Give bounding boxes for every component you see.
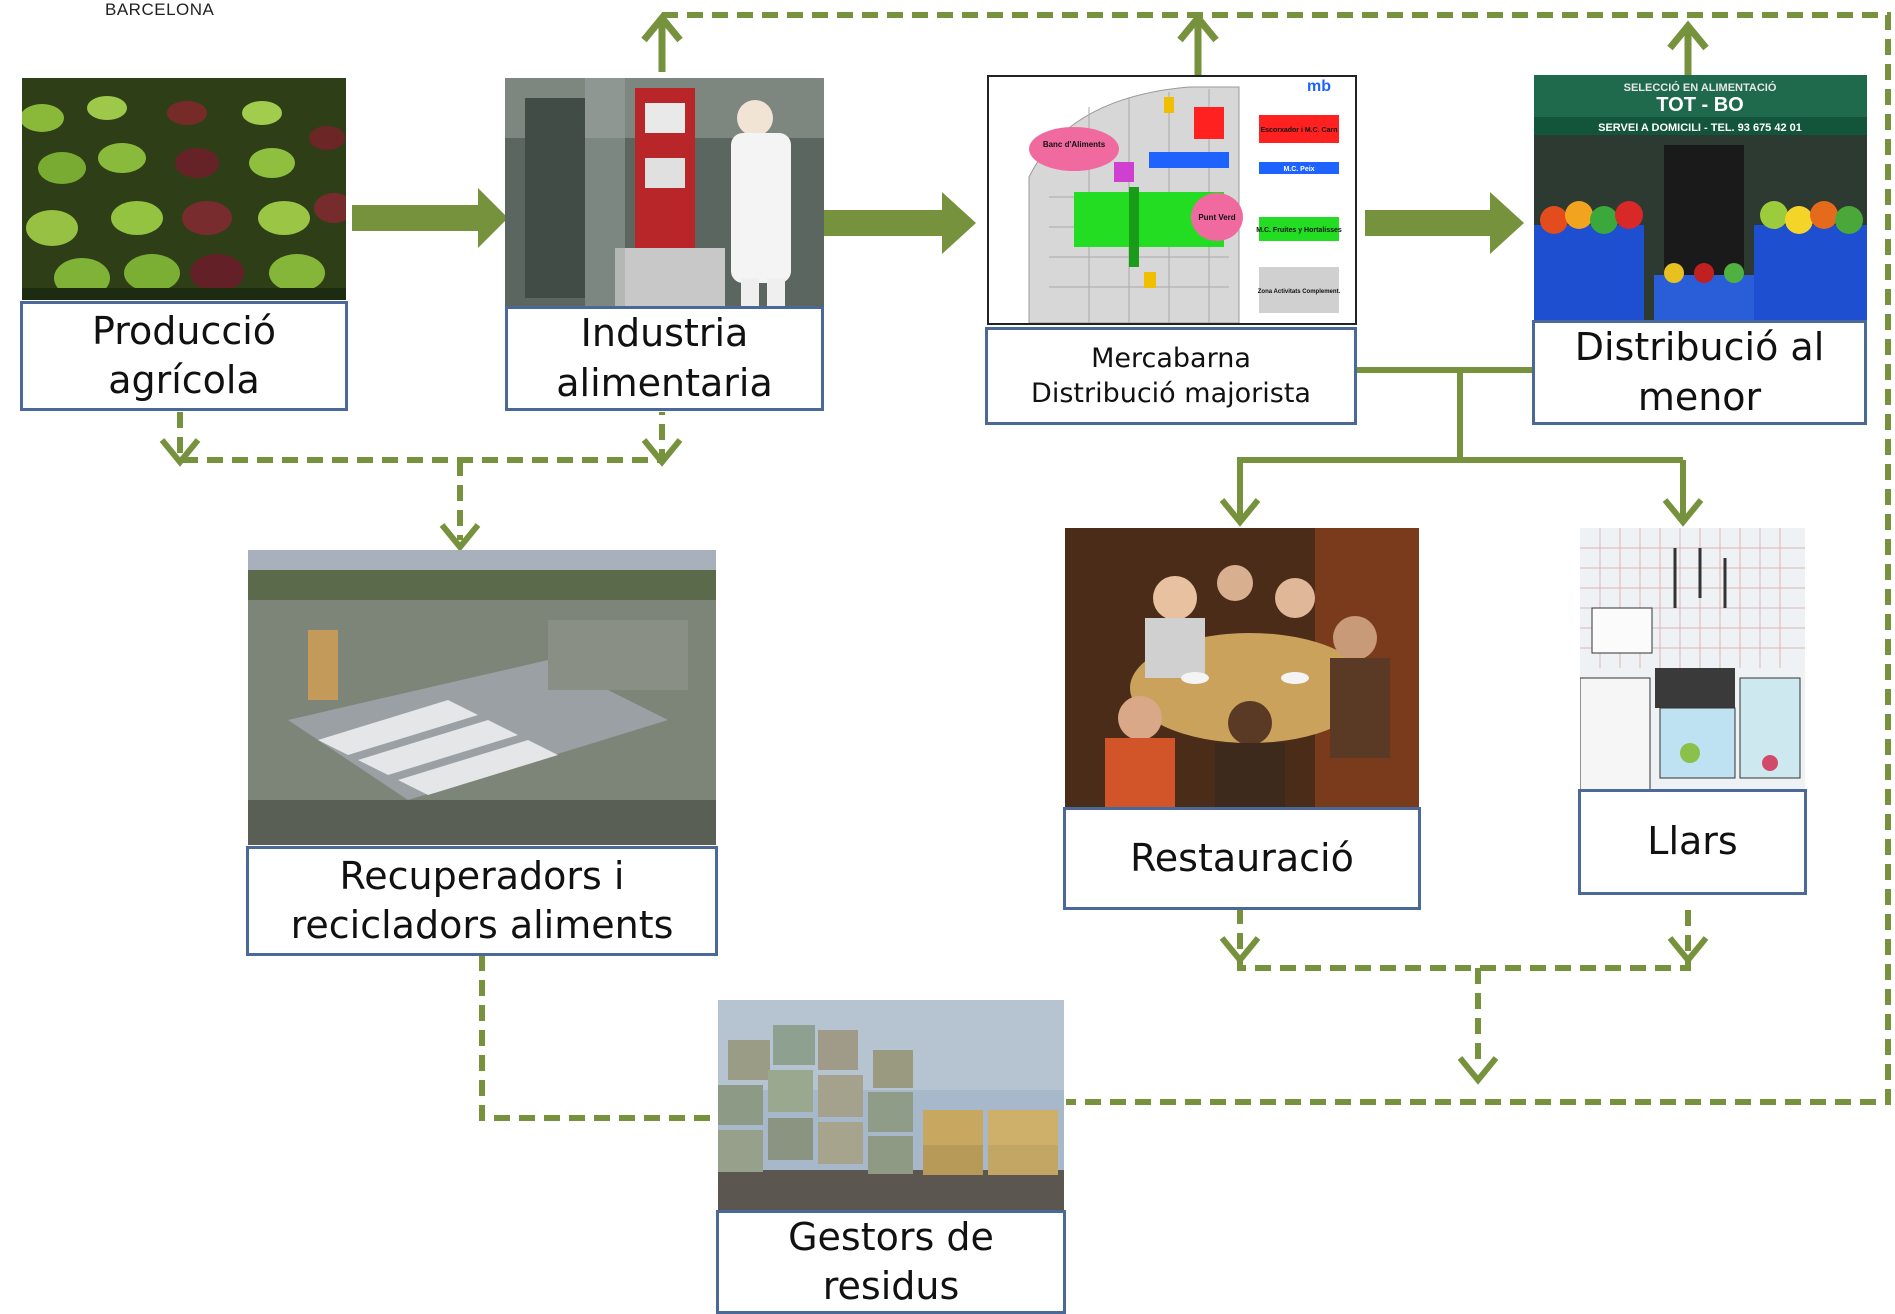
label-recuperadors: Recuperadors i recicladors aliments (246, 846, 718, 956)
food-factory-photo (505, 78, 824, 318)
node-distribucio-menor: SELECCIÓ EN ALIMENTACIÓ TOT - BO SERVEI … (1532, 75, 1867, 425)
dashed-consumers-to-gestors (1237, 908, 1691, 1068)
factory-worker-icon (505, 78, 824, 318)
node-industria-alimentaria: Industria alimentaria (505, 78, 824, 411)
arrow-industria-to-mercabarna (820, 192, 976, 254)
shop-sign-top-text: SELECCIÓ EN ALIMENTACIÓ (1624, 81, 1777, 94)
map-zona-text: Zona Activitats Complement. (1258, 289, 1341, 295)
mercabarna-site-map: Banc d'Aliments Punt Verd mb Escorxador … (987, 75, 1357, 325)
map-escorxador-text: Escorxador i M.C. Carn (1260, 127, 1337, 134)
header-org-text: BARCELONA (105, 0, 215, 19)
dashed-producers-to-recuperadors (177, 412, 665, 540)
node-gestors: Gestors de residus (716, 1000, 1066, 1314)
map-logo-text: mb (1307, 78, 1331, 95)
node-llars: Llars (1578, 528, 1807, 895)
label-gestors: Gestors de residus (716, 1210, 1066, 1314)
arrow-produccio-to-industria (352, 188, 508, 248)
lettuce-field-photo (22, 78, 346, 300)
shop-sign-name-text: TOT - BO (1656, 94, 1743, 116)
node-mercabarna: Banc d'Aliments Punt Verd mb Escorxador … (985, 75, 1357, 425)
node-restauracio: Restauració (1063, 528, 1421, 910)
node-produccio-agricola: Producció agrícola (20, 78, 348, 411)
label-distribucio-menor: Distribució al menor (1532, 320, 1867, 425)
grocery-storefront-photo: SELECCIÓ EN ALIMENTACIÓ TOT - BO SERVEI … (1534, 75, 1867, 325)
solid-flow-arrows (352, 12, 1709, 527)
label-restauracio: Restauració (1063, 807, 1421, 910)
arrow-mercabarna-to-distribucio (1365, 192, 1524, 254)
connector-mercabarna-branch (1237, 367, 1683, 463)
lettuce-field-icon (22, 78, 346, 300)
waste-bales-photo (718, 1000, 1064, 1212)
label-produccio-agricola: Producció agrícola (20, 301, 348, 411)
label-industria-alimentaria: Industria alimentaria (505, 306, 824, 411)
shop-sign-bottom-text: SERVEI A DOMICILI - TEL. 93 675 42 01 (1598, 122, 1802, 134)
dashed-recuperadors-to-gestors (479, 955, 718, 1121)
dashed-waste-flows (177, 12, 1891, 1121)
map-fruites-text: M.C. Fruites y Hortalisses (1256, 227, 1342, 234)
node-recuperadors: Recuperadors i recicladors aliments (246, 550, 718, 956)
map-banc-text: Banc d'Aliments (1043, 140, 1106, 149)
dashed-top-return-line (662, 12, 1891, 1105)
recycling-plant-photo (248, 550, 716, 845)
map-peix-text: M.C. Peix (1283, 166, 1314, 173)
label-mercabarna: Mercabarna Distribució majorista (985, 327, 1357, 425)
label-llars: Llars (1578, 789, 1807, 895)
restaurant-dinner-photo (1065, 528, 1419, 808)
map-punt-verd-text: Punt Verd (1198, 213, 1235, 222)
home-kitchen-drawing (1580, 528, 1805, 790)
